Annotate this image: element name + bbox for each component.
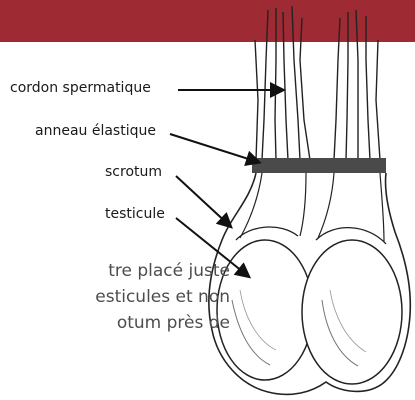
arrow-anneau bbox=[170, 134, 258, 162]
body-text-line: esticules et non bbox=[0, 284, 230, 310]
label-cordon-spermatique: cordon spermatique bbox=[10, 80, 151, 96]
label-scrotum: scrotum bbox=[105, 164, 162, 180]
body-text: tre placé juste esticules et non otum pr… bbox=[0, 258, 230, 336]
body-text-line: tre placé juste bbox=[0, 258, 230, 284]
elastic-ring bbox=[252, 158, 386, 173]
spermatic-cord-left bbox=[255, 6, 310, 160]
body-text-line: otum près de bbox=[0, 310, 230, 336]
label-anneau-elastique: anneau élastique bbox=[35, 123, 156, 139]
arrow-scrotum bbox=[176, 176, 230, 226]
spermatic-cord-right bbox=[334, 10, 380, 160]
left-testicle bbox=[217, 240, 313, 380]
label-testicule: testicule bbox=[105, 206, 165, 222]
